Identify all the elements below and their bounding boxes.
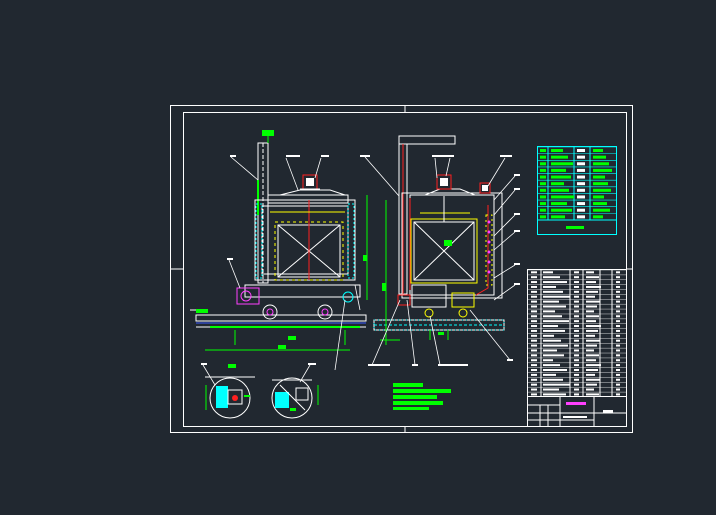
side-section-view[interactable] xyxy=(360,135,520,366)
detail-circle-b[interactable] xyxy=(271,363,319,419)
motor-side xyxy=(436,174,452,190)
pump-unit xyxy=(236,287,260,305)
parts-list[interactable] xyxy=(527,269,628,398)
detail-circle-a[interactable] xyxy=(201,363,255,419)
chimney-cap xyxy=(262,130,274,136)
front-elevation-view[interactable] xyxy=(190,130,368,371)
technical-notes xyxy=(393,383,451,410)
spec-table[interactable] xyxy=(537,146,617,235)
title-block[interactable] xyxy=(527,396,628,428)
